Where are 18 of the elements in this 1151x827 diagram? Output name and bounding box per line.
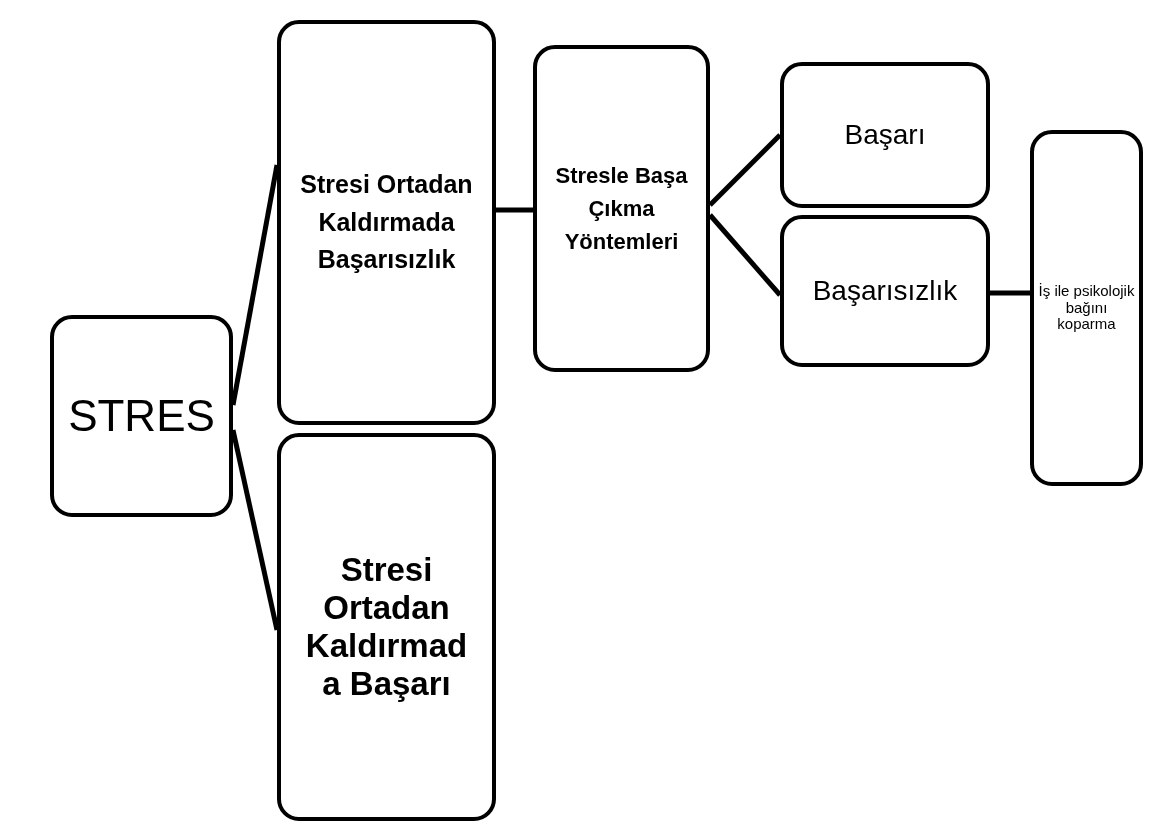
rounded-box [780, 62, 990, 208]
rounded-box [50, 315, 233, 517]
connector-line [990, 290, 1030, 296]
box-label: Stresle Başa Çıkma Yöntemleri [554, 162, 689, 256]
rounded-box [277, 433, 496, 821]
rounded-box [277, 20, 496, 425]
box-label: Stresi Ortadan Kaldırmad a Başarı [304, 551, 469, 703]
box-label: STRES [68, 390, 215, 442]
connector-line [496, 207, 533, 213]
box-label: İş ile psikolojik bağını koparma [1038, 283, 1135, 333]
connector-line [708, 213, 782, 297]
box-label: Stresi Ortadan Kaldırmada Başarısızlık [299, 169, 474, 276]
rounded-box [533, 45, 710, 372]
box-label: Başarısızlık [812, 274, 958, 308]
rounded-box [780, 215, 990, 367]
rounded-box [1030, 130, 1143, 486]
connector-line [708, 133, 782, 207]
box-label: Başarı [844, 118, 926, 152]
